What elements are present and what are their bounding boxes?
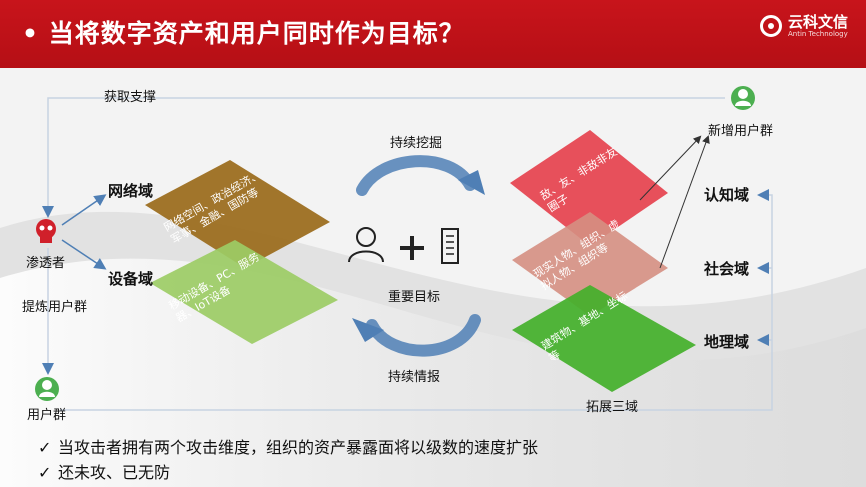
logo-icon [759, 15, 782, 37]
new-users-label: 新增用户群 [708, 124, 774, 139]
intel-arrow [366, 314, 481, 357]
mine-label: 持续挖掘 [390, 136, 443, 151]
header-bar: • 当将数字资产和用户同时作为目标？ 云科文信 Antin Technology [0, 0, 866, 68]
page-title: • 当将数字资产和用户同时作为目标？ [22, 19, 465, 48]
cognitive-domain-card [510, 130, 668, 246]
social-domain-label: 社会域 [704, 260, 750, 278]
logo-text: 云科文信 [787, 13, 848, 31]
geo-domain-label: 地理域 [704, 333, 750, 351]
cognitive-domain-label: 认知域 [704, 186, 750, 204]
mine-arrow [356, 155, 476, 196]
intel-label: 持续情报 [388, 370, 441, 385]
user-group-icon [35, 377, 59, 401]
skull-icon [36, 219, 56, 243]
plus-icon [400, 236, 424, 260]
building-icon [441, 228, 459, 264]
device-domain-label: 设备域 [108, 270, 154, 288]
support-label: 获取支撑 [104, 90, 157, 105]
user-group-label: 用户群 [27, 408, 67, 423]
expand-label: 拓展三域 [586, 400, 639, 415]
key-target-label: 重要目标 [388, 290, 441, 305]
bullet-2: ✓还未攻、已无防 [38, 463, 171, 482]
network-domain-label: 网络域 [108, 182, 154, 200]
device-domain-card [150, 240, 338, 344]
person-icon [348, 227, 384, 263]
refine-label: 提炼用户群 [22, 300, 88, 315]
network-domain-card [145, 160, 330, 268]
logo-subtext: Antin Technology [787, 30, 848, 38]
social-domain-card [512, 212, 668, 316]
infiltrator-label: 渗透者 [26, 256, 66, 271]
new-user-icon [731, 86, 755, 110]
geo-domain-card [512, 285, 696, 392]
brand-logo: 云科文信 Antin Technology [759, 13, 848, 38]
user-return-line [60, 189, 773, 411]
check-icon: ✓ [38, 463, 52, 482]
check-icon: ✓ [38, 438, 52, 457]
bullet-1: ✓当攻击者拥有两个攻击维度，组织的资产暴露面将以级数的速度扩张 [38, 438, 539, 457]
support-loop-line [42, 97, 725, 218]
